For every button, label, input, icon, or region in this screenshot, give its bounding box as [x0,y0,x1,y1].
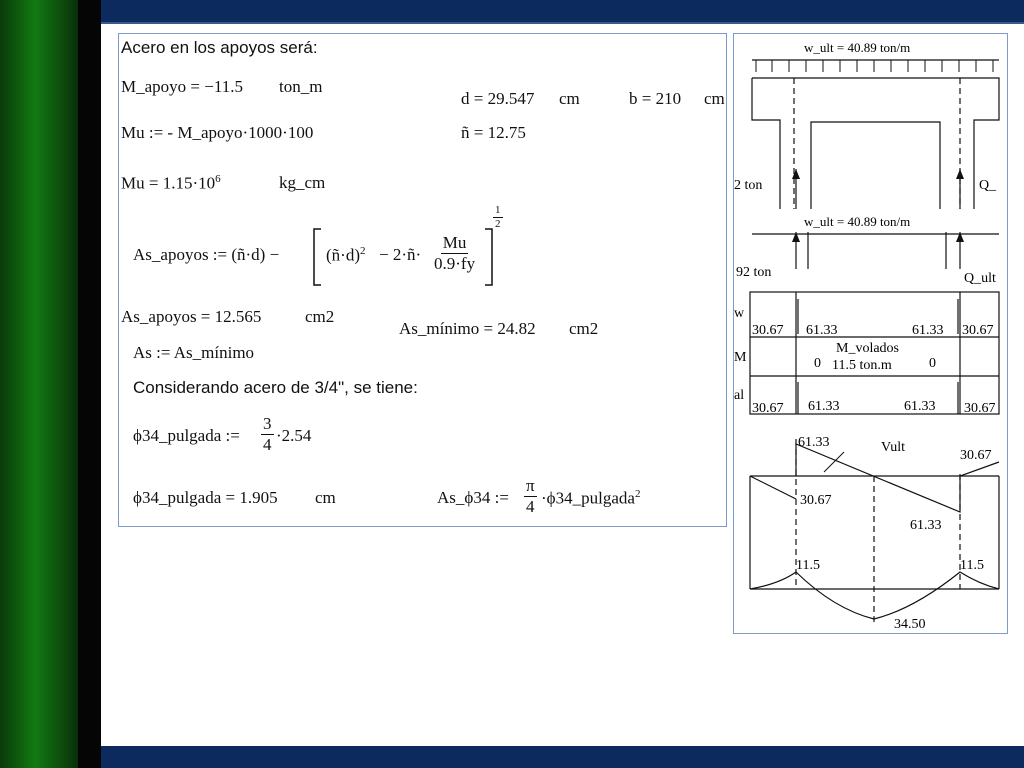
b-value: b = 210 [629,89,682,108]
as-phi-rhs: ·ϕ34_pulgada2 [541,489,640,507]
three-quarters-denominator: 4 [263,434,272,454]
moment-diagram [749,571,1000,620]
shear-mid-right: 61.33 [910,518,942,533]
row-label-m: M [734,350,747,365]
m-center-line1: M_volados [836,341,899,356]
fraction-numerator-mu: Mu [440,233,469,254]
power-denominator: 2 [495,217,501,230]
shear-top-left: 61.33 [798,435,830,450]
structural-diagram: w_ult = 40.89 ton/m w_ult = 40.89 ton/m … [734,40,1000,632]
final-value: 61.33 [904,399,936,414]
as-formula-square-base: (ñ·d) [326,245,360,265]
moment-left: 11.5 [796,558,820,573]
phi-result: ϕ34_pulgada = 1.905 [133,488,278,507]
left-reaction-1: 2 ton [734,178,762,193]
mu-unit: kg_cm [279,173,326,192]
mu-result-exponent: 6 [215,173,221,185]
three-quarters-numerator: 3 [261,414,274,435]
considering-text: Considerando acero de 3/4", se tiene: [133,378,418,397]
b-unit: cm [704,89,725,108]
d-value: d = 29.547 [461,89,535,108]
mu-over-fy-fraction: Mu 0.9·fy [432,233,477,273]
right-reaction-1: Q_ [979,178,997,193]
final-value: 61.33 [808,399,840,414]
four-denominator: 4 [526,496,535,516]
as-phi-rhs-base: ·ϕ34_pulgada [541,488,635,508]
left-bracket [313,228,321,286]
w-value: 30.67 [752,323,784,338]
mu-result-base: Mu = 1.15·10 [121,173,216,193]
as-phi-lhs: As_ϕ34 := [437,488,509,507]
phi-unit: cm [315,488,336,507]
black-divider-bar [78,0,101,768]
m-value: 0 [929,356,936,371]
as-apoyos-unit: cm2 [305,307,335,326]
final-value: 30.67 [752,401,784,416]
as-minimo-unit: cm2 [569,319,599,338]
d-unit: cm [559,89,580,108]
shear-mid-left: 30.67 [800,493,832,508]
moment-right: 11.5 [960,558,984,573]
reactions-table [749,291,1000,415]
m-apoyo-expression: M_apoyo = −11.5 [121,77,243,96]
power-fraction: 1 2 [493,204,503,230]
as-phi-exponent: 2 [634,488,641,500]
row-label-w: w [734,306,745,321]
mu-definition: Mu := - M_apoyo·1000·100 [121,123,314,142]
load-diagram-2 [752,232,999,269]
w-value: 61.33 [912,323,944,338]
right-bracket [485,228,493,286]
phi-definition-lhs: ϕ34_pulgada := [133,426,240,445]
calc-heading: Acero en los apoyos será: [121,38,318,57]
structural-diagram-panel: w_ult = 40.89 ton/m w_ult = 40.89 ton/m … [733,33,1008,634]
shear-diagram [749,439,1000,624]
phi-definition-rhs: ·2.54 [276,426,312,445]
as-minimo-result: As_mínimo = 24.82 [399,319,536,338]
m-value: 0 [814,356,821,371]
as-formula-square-exponent: 2 [359,245,366,257]
load-label-1: w_ult = 40.89 ton/m [804,40,910,55]
top-band-edge [101,22,1024,24]
pi-numerator: π [524,476,537,497]
as-assignment: As := As_mínimo [133,343,255,362]
bottom-band [101,746,1024,768]
w-value: 30.67 [962,323,994,338]
w-value: 61.33 [806,323,838,338]
right-reaction-2: Q_ult [964,271,996,286]
load-label-2: w_ult = 40.89 ton/m [804,214,910,229]
final-value: 30.67 [964,401,996,416]
frame-elevation [751,59,1000,209]
m-apoyo-unit: ton_m [279,77,323,96]
fraction-denominator-fy: 0.9·fy [434,253,476,273]
power-numerator: 1 [493,204,503,218]
as-apoyos-result: As_apoyos = 12.565 [121,307,262,326]
shear-vult-label: Vult [881,440,905,455]
shear-top-right: 30.67 [960,448,992,463]
n-value: ñ = 12.75 [461,123,526,142]
m-center-line2: 11.5 ton.m [832,358,892,373]
moment-mid: 34.50 [894,617,926,632]
as-formula-mid: − 2·ñ· [379,245,422,264]
top-band [101,0,1024,22]
row-label-al: al [734,388,744,403]
left-reaction-2: 92 ton [736,265,771,280]
mu-result: Mu = 1.15·106 [121,174,221,192]
as-formula-lhs: As_apoyos := (ñ·d) − [133,245,280,264]
left-decorative-bar [0,0,78,768]
calculation-panel: Acero en los apoyos será: M_apoyo = −11.… [118,33,727,527]
as-formula-square: (ñ·d)2 [326,246,365,264]
pi-over-four-fraction: π 4 [524,476,537,516]
three-quarters-fraction: 3 4 [261,414,274,454]
